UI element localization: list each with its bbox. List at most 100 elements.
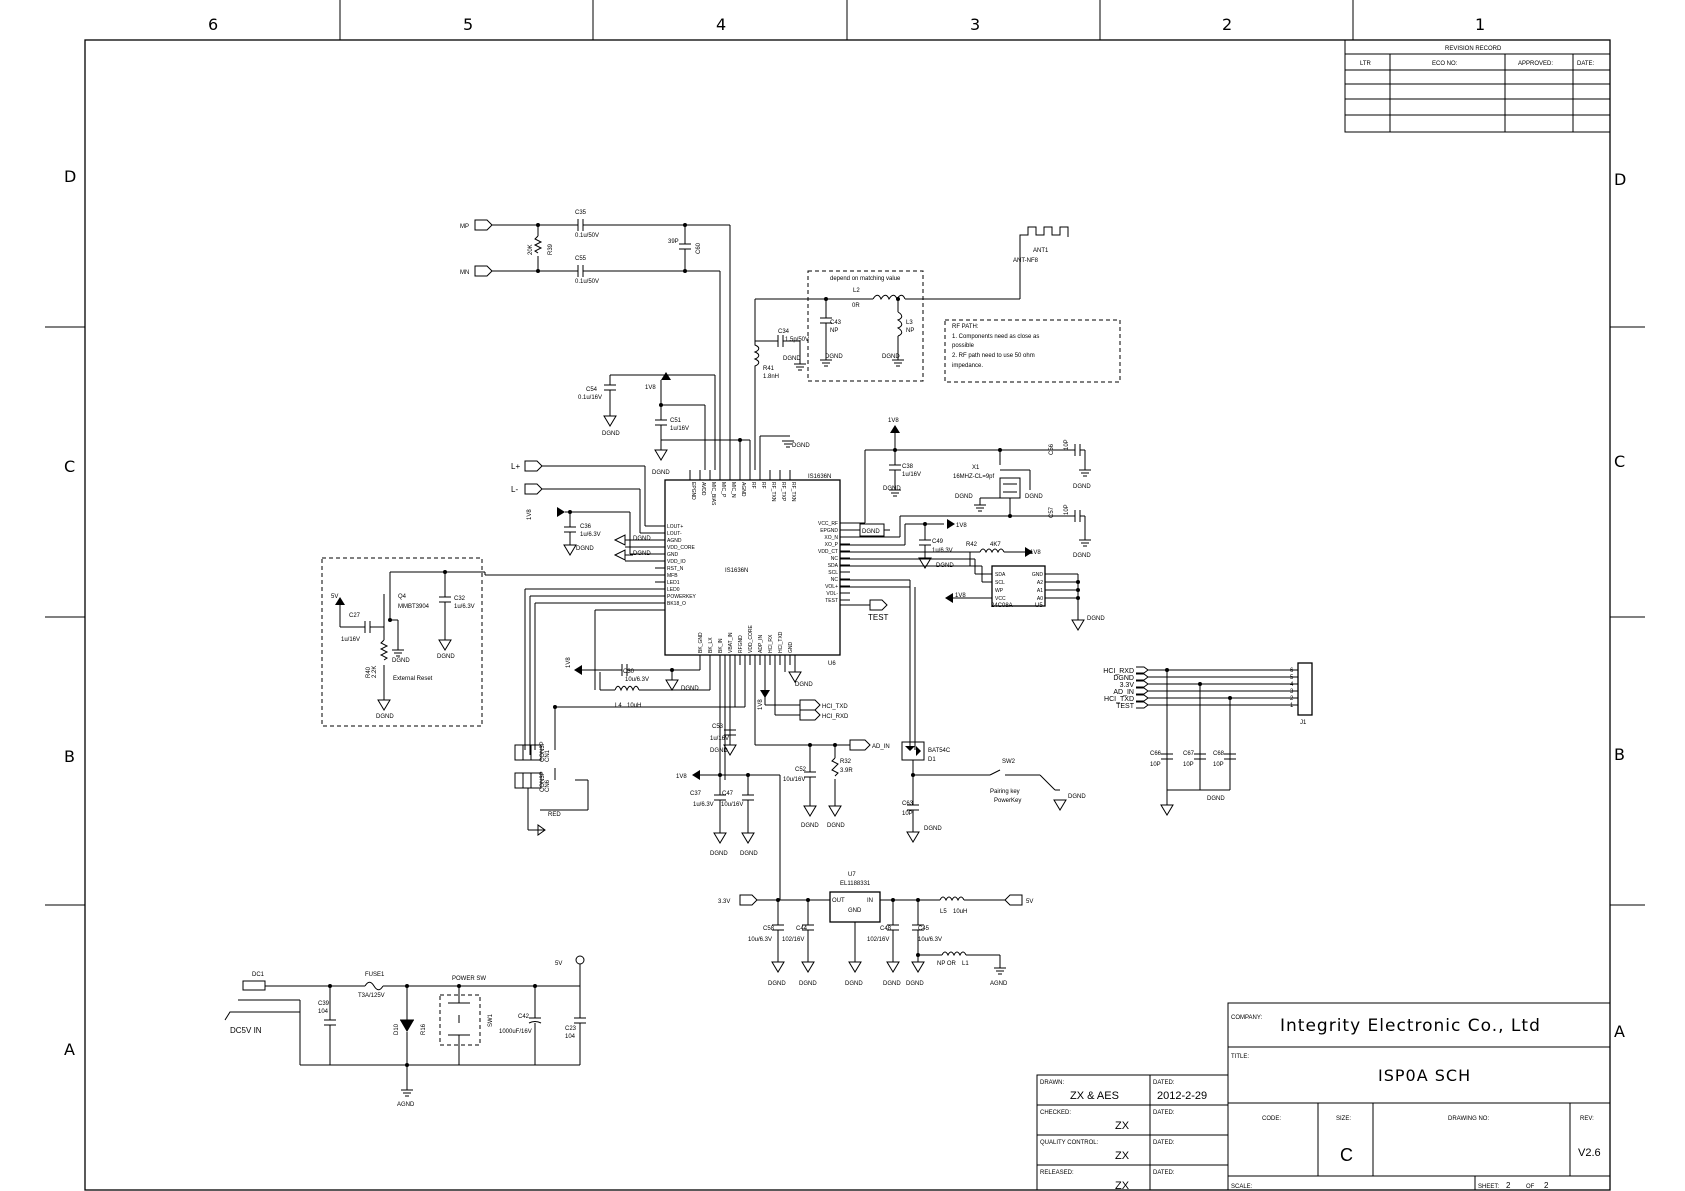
pin-label: XO_P bbox=[825, 542, 839, 548]
qc-label: QUALITY CONTROL: bbox=[1040, 1140, 1099, 1146]
j1-net-label: HCI_TXD bbox=[1104, 696, 1134, 703]
revision-title: REVISION RECORD bbox=[1445, 46, 1502, 52]
sheet-number: 2 bbox=[1506, 1181, 1511, 1190]
net-label-1v8: 1V8 bbox=[1030, 550, 1041, 556]
drawn-by: ZX & AES bbox=[1070, 1090, 1119, 1102]
led-connectors: CN1 CON3P CN6 CON3P RED bbox=[514, 588, 745, 836]
zone-row-label: B bbox=[64, 747, 75, 766]
fuse-value: T3A/125V bbox=[358, 993, 385, 999]
drawn-date: 2012-2-29 bbox=[1157, 1090, 1207, 1102]
net-label-mn: MN bbox=[460, 270, 469, 276]
zone-col-label: 3 bbox=[970, 15, 980, 34]
pin-label: VCC bbox=[995, 596, 1006, 602]
dgnd-label: DGND bbox=[825, 354, 843, 360]
pin-label: BK_GND bbox=[698, 632, 704, 653]
dgnd-label: DGND bbox=[768, 981, 786, 987]
pin-label: VDD_IO bbox=[667, 559, 686, 565]
agnd-label: AGND bbox=[990, 981, 1008, 987]
power-key: BAT54C D1 SW2 Pairing key PowerKey DGND … bbox=[901, 741, 1086, 843]
zone-row-label: C bbox=[1614, 452, 1625, 471]
u6-ref: U6 bbox=[828, 661, 836, 667]
dc1-jack bbox=[242, 980, 266, 991]
matching-box bbox=[807, 270, 924, 382]
j1-pin-number: 5 bbox=[1290, 675, 1294, 681]
zone-col-label: 6 bbox=[208, 15, 218, 34]
pin-label: LOUT+ bbox=[667, 524, 683, 530]
zone-row-labels: D C B A D C B A bbox=[64, 167, 1626, 1059]
pin-label: POWERKEY bbox=[667, 594, 697, 600]
r40-ref: R40 bbox=[366, 666, 372, 678]
c32-value: 1u/6.3V bbox=[454, 604, 475, 610]
reset-circuit: C32 1u/6.3V DGND Q4 MMBT3904 DGND 5V C27… bbox=[321, 557, 665, 727]
sw1-ref: SW1 bbox=[488, 1013, 494, 1027]
svg-text:OUT: OUT bbox=[832, 898, 845, 904]
pin-label: RF bbox=[750, 482, 756, 489]
r41-value: 1.8nH bbox=[763, 374, 779, 380]
j1-body bbox=[1297, 662, 1313, 716]
c35-ref: C35 bbox=[575, 210, 587, 216]
l2-value: 0R bbox=[852, 303, 860, 309]
rev-label: REV: bbox=[1580, 1116, 1594, 1122]
of-label: OF bbox=[1526, 1184, 1535, 1190]
u5-value: 24C08A bbox=[991, 603, 1013, 609]
l3-inductor bbox=[896, 311, 903, 337]
c44-ref: C44 bbox=[796, 926, 808, 932]
pin-label: LED1 bbox=[667, 580, 680, 586]
u6-bottom-circuit: 1V8 C30 10u/6.3V DGND L4 10uH DGND 1V8 bbox=[566, 655, 890, 900]
qc-by: ZX bbox=[1115, 1150, 1130, 1162]
mp-port bbox=[474, 219, 493, 231]
revision-header: LTR bbox=[1360, 61, 1372, 67]
j1-pin-number: 4 bbox=[1290, 682, 1294, 688]
cn6-connector bbox=[514, 772, 542, 789]
pin-label: HCI_RX bbox=[768, 634, 774, 653]
c42-value: 1000uF/16V bbox=[499, 1029, 532, 1035]
l1-ref: L1 bbox=[962, 961, 969, 967]
pin-label: SCL bbox=[828, 570, 838, 576]
c55-ref: C55 bbox=[575, 256, 587, 262]
c37-ref: C37 bbox=[690, 791, 702, 797]
c39-ref: C39 bbox=[318, 1001, 330, 1007]
c60-ref: C60 bbox=[696, 242, 702, 254]
c63-value: 10P bbox=[902, 811, 913, 817]
dgnd-label: DGND bbox=[1073, 553, 1091, 559]
r39-value: 20K bbox=[528, 244, 534, 255]
pin-label: AVDD bbox=[700, 482, 706, 496]
pin-label: BK18_O bbox=[667, 601, 686, 607]
u7-regulator: U7 EL1188331 OUT IN GND 3.3V C58 10u/6.3… bbox=[718, 872, 1033, 987]
c57-value: 10P bbox=[1064, 504, 1070, 515]
u7-body bbox=[829, 891, 881, 923]
agnd-label: AGND bbox=[397, 1102, 415, 1108]
pin-label: RST_N bbox=[667, 566, 684, 572]
cn6-value: CON3P bbox=[540, 771, 546, 792]
j1-port bbox=[1136, 694, 1149, 702]
c44-value: 102/16V bbox=[782, 937, 804, 943]
net-label-1v8: 1V8 bbox=[527, 509, 533, 520]
c35-value: 0.1u/50V bbox=[575, 233, 599, 239]
c67-value: 10P bbox=[1183, 762, 1194, 768]
r32-value: 3.9R bbox=[840, 768, 853, 774]
dgnd-label: DGND bbox=[924, 826, 942, 832]
j1-net-label: DGND bbox=[1113, 675, 1134, 682]
fuse-symbol bbox=[364, 981, 384, 991]
cn6-ref: CN6 bbox=[545, 779, 551, 792]
pin-label: VBAT_IN bbox=[728, 632, 734, 653]
dated-label: DATED: bbox=[1153, 1170, 1175, 1176]
net-label-1v8: 1V8 bbox=[956, 523, 967, 529]
d10-ref: D10 bbox=[394, 1023, 400, 1035]
cn1-value: CON3P bbox=[540, 741, 546, 762]
c47-value: 10u/16V bbox=[721, 802, 743, 808]
svg-text:IN: IN bbox=[867, 898, 873, 904]
net-label-1v8: 1V8 bbox=[676, 774, 687, 780]
c27-value: 1u/16V bbox=[341, 637, 360, 643]
c38-ref: C38 bbox=[902, 464, 914, 470]
pin-label: VDD_CORE bbox=[748, 625, 754, 653]
dgnd-label: DGND bbox=[883, 981, 901, 987]
pin-label: XO_N bbox=[824, 535, 838, 541]
l1-value: NP OR bbox=[937, 961, 957, 967]
released-label: RELEASED: bbox=[1040, 1170, 1074, 1176]
pin-label: TEST bbox=[825, 598, 838, 604]
c42-ref: C42 bbox=[518, 1014, 530, 1020]
c37-value: 1u/6.3V bbox=[693, 802, 714, 808]
